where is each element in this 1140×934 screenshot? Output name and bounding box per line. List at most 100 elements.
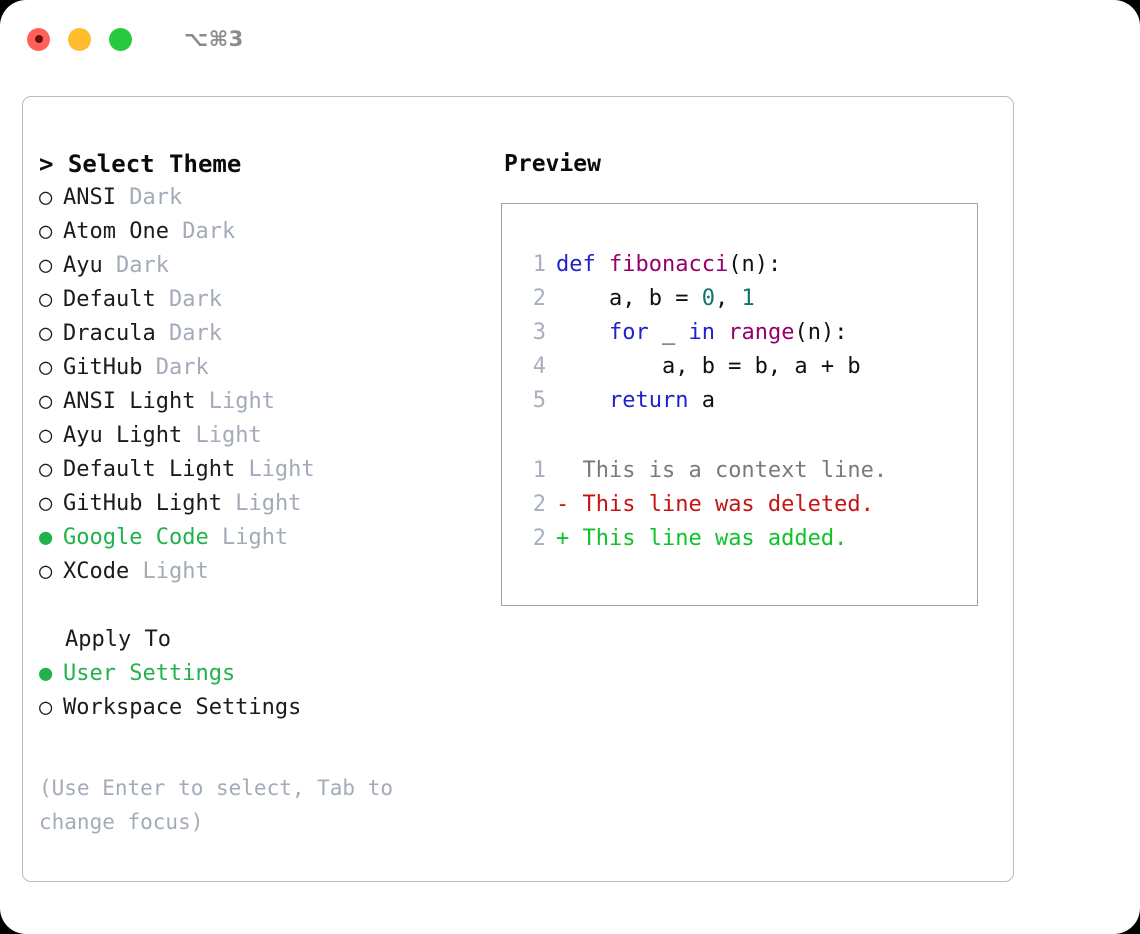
diff-sample: 1 This is a context line.2- This line wa…: [518, 454, 977, 556]
title-bar: ⌥⌘3: [0, 0, 1140, 78]
theme-list[interactable]: ○ ANSI Dark ○ Atom One Dark ○ Ayu Dark ○ Defaul…: [39, 181, 491, 589]
minimize-button[interactable]: [68, 27, 91, 51]
theme-option-kind: Dark: [182, 219, 236, 244]
radio-selected-icon: ●: [39, 661, 53, 686]
theme-option-kind: Dark: [116, 253, 169, 278]
close-button[interactable]: [27, 27, 50, 51]
line-number: 5: [532, 388, 546, 413]
code-token: return: [556, 388, 702, 413]
keyboard-shortcut-label: ⌥⌘3: [184, 27, 244, 51]
code-token: fibonacci: [608, 252, 729, 277]
theme-option-name: ANSI: [63, 185, 116, 210]
theme-option-xcode[interactable]: ○ XCode Light: [39, 555, 491, 589]
keyboard-hint-text: (Use Enter to select, Tab to change focu…: [39, 776, 406, 834]
theme-option-kind: Light: [142, 559, 209, 584]
theme-option-default-light[interactable]: ○ Default Light Light: [39, 453, 491, 487]
preview-title: Preview: [504, 151, 601, 177]
line-number: 1: [532, 458, 546, 483]
theme-option-name: Ayu Light: [63, 423, 183, 448]
code-token: ,: [714, 286, 742, 311]
apply-to-option-workspace-settings[interactable]: ○ Workspace Settings: [39, 691, 491, 725]
theme-option-ansi-light[interactable]: ○ ANSI Light Light: [39, 385, 491, 419]
diff-text: This is a context line.: [569, 458, 888, 483]
theme-option-github-light[interactable]: ○ GitHub Light Light: [39, 487, 491, 521]
theme-option-default[interactable]: ○Default Dark: [39, 283, 491, 317]
line-number: 1: [532, 252, 546, 277]
diff-line: 1 This is a context line.: [518, 454, 977, 488]
select-theme-header: > Select Theme: [39, 150, 242, 178]
code-token: range: [728, 320, 795, 345]
theme-option-kind: Light: [208, 389, 275, 414]
radio-unselected-icon: ○: [39, 491, 53, 516]
radio-unselected-icon: ○: [39, 321, 53, 346]
code-token: in: [688, 320, 729, 345]
code-token: 0: [701, 286, 715, 311]
code-token: (n):: [728, 252, 782, 277]
diff-line: 2 + This line was added.: [518, 522, 977, 556]
theme-option-name: Google Code: [63, 525, 209, 550]
radio-unselected-icon: ○: [39, 695, 53, 720]
diff-marker: +: [556, 526, 570, 551]
code-token: (n):: [794, 320, 848, 345]
code-line: 4 a, b = b, a + b: [518, 350, 977, 384]
theme-option-name: GitHub Light: [63, 491, 222, 516]
theme-option-name: XCode: [63, 559, 130, 584]
apply-to-list[interactable]: ● User Settings ○ Workspace Settings: [39, 657, 491, 725]
theme-option-name: ANSI Light: [63, 389, 196, 414]
window-controls: [27, 27, 132, 51]
code-token: a: [701, 388, 715, 413]
radio-unselected-icon: ○: [39, 457, 53, 482]
theme-option-name: Default Light: [63, 457, 236, 482]
code-token: for: [556, 320, 662, 345]
theme-option-kind: Light: [248, 457, 315, 482]
theme-option-kind: Dark: [168, 321, 222, 346]
diff-text: This line was added.: [569, 526, 848, 551]
diff-marker: -: [556, 492, 570, 517]
diff-text: This line was deleted.: [569, 492, 874, 517]
maximize-button[interactable]: [109, 27, 132, 51]
code-line: 5 return a: [518, 384, 977, 418]
theme-option-github[interactable]: ○GitHub Dark: [39, 351, 491, 385]
theme-option-kind: Dark: [129, 185, 183, 210]
theme-option-name: Dracula: [63, 321, 156, 346]
radio-unselected-icon: ○: [39, 185, 53, 210]
line-number: 2: [532, 492, 546, 517]
theme-option-ayu[interactable]: ○ Ayu Dark: [39, 249, 491, 283]
theme-option-kind: Light: [235, 491, 302, 516]
theme-option-name: Atom One: [63, 219, 169, 244]
hint-spacer: [39, 725, 491, 759]
theme-option-kind: Dark: [155, 355, 209, 380]
theme-option-kind: Light: [221, 525, 289, 550]
radio-unselected-icon: ○: [39, 253, 53, 278]
theme-option-name: Default: [63, 287, 156, 312]
apply-to-option-user-settings[interactable]: ● User Settings: [39, 657, 491, 691]
diff-marker: [556, 458, 569, 483]
list-spacer: [39, 589, 491, 623]
theme-option-name: GitHub: [63, 355, 143, 380]
code-token: a, b =: [556, 286, 702, 311]
line-number: 2: [532, 286, 546, 311]
code-line: 2 a, b = 0, 1: [518, 282, 977, 316]
theme-option-google-code[interactable]: ● Google Code Light: [39, 521, 491, 555]
apply-to-option-name: User Settings: [63, 661, 236, 686]
radio-unselected-icon: ○: [39, 389, 53, 414]
line-number: 2: [532, 526, 546, 551]
radio-unselected-icon: ○: [39, 423, 53, 448]
theme-option-ayu-light[interactable]: ○ Ayu Light Light: [39, 419, 491, 453]
code-token: 1: [741, 286, 755, 311]
line-number: 3: [532, 320, 546, 345]
apply-to-option-name: Workspace Settings: [63, 695, 302, 720]
theme-option-ansi[interactable]: ○ ANSI Dark: [39, 181, 491, 215]
radio-unselected-icon: ○: [39, 287, 53, 312]
theme-option-kind: Light: [195, 423, 262, 448]
radio-unselected-icon: ○: [39, 559, 53, 584]
theme-option-dracula[interactable]: ○ Dracula Dark: [39, 317, 491, 351]
diff-line: 2- This line was deleted.: [518, 488, 977, 522]
radio-selected-icon: ●: [39, 525, 53, 550]
radio-unselected-icon: ○: [39, 219, 53, 244]
theme-option-atom-one[interactable]: ○ Atom One Dark: [39, 215, 491, 249]
theme-option-name: Ayu: [63, 253, 103, 278]
main-panel: > Select Theme ○ANSI Dark○Atom One Dark○…: [22, 96, 1014, 882]
